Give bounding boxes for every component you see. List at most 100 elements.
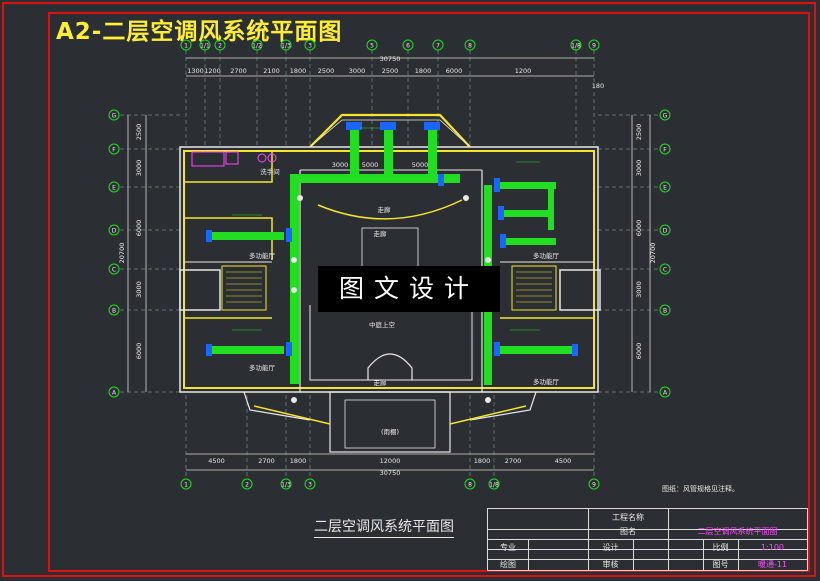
drawing-label: 图名	[620, 527, 636, 536]
axis-bubble-top	[402, 39, 414, 51]
dim-top-total: 30750	[380, 55, 401, 63]
dim-bottom: 1800	[290, 457, 307, 465]
axis-label-left: B	[112, 308, 116, 315]
axis-label-top: 8	[468, 43, 472, 50]
dim-top: 2700	[230, 67, 247, 75]
axis-label-bottom: 1/3	[281, 482, 291, 489]
dim-left: 3000	[135, 160, 143, 177]
axis-bubble-right	[659, 263, 671, 275]
dim-bottom-total: 30750	[380, 469, 401, 477]
axis-bubble-right	[659, 181, 671, 193]
axis-label-top: 1/1	[200, 43, 210, 50]
dim-right-total: 20700	[649, 243, 657, 264]
axis-bubble-left	[108, 143, 120, 155]
dim-top: 2500	[382, 67, 399, 75]
axis-bubble-left	[108, 109, 120, 121]
dim-top: 1800	[415, 67, 432, 75]
axis-label-right: C	[663, 267, 667, 274]
axis-label-top: 3	[308, 43, 312, 50]
room-dining-nw: 多功能厅	[249, 251, 276, 260]
axis-bubble-top	[214, 39, 226, 51]
dim-top: 6000	[446, 67, 463, 75]
room-dining-se: 多功能厅	[533, 377, 560, 386]
drawn-label: 绘图	[500, 560, 516, 569]
axis-label-bottom: 9	[592, 482, 596, 489]
room-canopy: (雨棚)	[381, 427, 399, 436]
duct-size-labels	[232, 127, 540, 331]
dim-top: 2100	[263, 67, 280, 75]
axis-bubble-bottom	[241, 478, 253, 490]
drawing-title: A2-二层空调风系统平面图	[56, 19, 343, 45]
axis-bubble-bottom	[304, 478, 316, 490]
room-upper-hall: 走廊	[378, 205, 392, 214]
dim-left: 6000	[135, 220, 143, 237]
dim-bottom: 12000	[380, 457, 401, 465]
axis-label-left: G	[112, 113, 117, 120]
duct-dimension: 5000	[362, 161, 379, 169]
room-central: 中庭上空	[369, 320, 396, 329]
axis-label-left: A	[112, 390, 117, 397]
major-label: 专业	[500, 543, 516, 552]
project-label: 工程名称	[612, 513, 644, 522]
axis-label-top: 1/8	[571, 43, 581, 50]
axis-label-bottom: 1/8	[489, 482, 499, 489]
axis-label-right: G	[663, 113, 668, 120]
stair-hatching	[226, 271, 552, 303]
axis-bubble-top	[199, 39, 211, 51]
axis-bubble-bottom	[180, 478, 192, 490]
axis-label-top: 6	[406, 43, 410, 50]
room-corridor-s: 走廊	[374, 378, 388, 387]
dim-top: 1200	[515, 67, 532, 75]
axis-label-bottom: 1	[184, 482, 188, 489]
dim-bottom: 4500	[208, 457, 225, 465]
duct-fittings	[206, 122, 578, 356]
title-block: 工程名称 图名 二层空调风系统平面图 专业 设计 比例 1:100 绘图 审核 …	[487, 508, 808, 571]
axis-bubble-top	[180, 39, 192, 51]
axis-label-bottom: 8	[468, 482, 472, 489]
dim-top: 1200	[204, 67, 221, 75]
axis-bubble-top	[280, 39, 292, 51]
axis-bubble-right	[659, 386, 671, 398]
dim-bottom: 2700	[258, 457, 275, 465]
axis-label-right: A	[663, 390, 668, 397]
dim-right: 2500	[635, 124, 643, 141]
axis-label-top: 9	[592, 43, 596, 50]
duct-dimension: 3000	[332, 161, 349, 169]
dim-bottom: 2700	[505, 457, 522, 465]
axis-label-top: 1/2	[252, 43, 262, 50]
axis-bubble-left	[108, 224, 120, 236]
axis-bubble-top	[570, 39, 582, 51]
drawing-caption: 二层空调风系统平面图	[314, 516, 454, 538]
axis-label-left: D	[112, 228, 117, 235]
axis-bubble-left	[108, 304, 120, 316]
axis-label-bottom: 3	[308, 482, 312, 489]
axis-bubble-right	[659, 304, 671, 316]
dim-top: 2500	[318, 67, 335, 75]
dim-right: 3000	[635, 160, 643, 177]
dim-right: 3000	[635, 281, 643, 298]
dim-top: 3000	[349, 67, 366, 75]
axis-label-top: 1	[184, 43, 188, 50]
axis-grid-lines	[120, 50, 660, 478]
axis-bubble-left	[108, 386, 120, 398]
axis-label-top: 7	[436, 43, 440, 50]
axis-label-top: 1/3	[281, 43, 291, 50]
room-dining-sw: 多功能厅	[249, 363, 276, 372]
axis-bubble-top	[464, 39, 476, 51]
axis-bubble-bottom	[280, 478, 292, 490]
number-label: 图号	[712, 560, 729, 569]
dim-left-total: 20700	[118, 243, 126, 264]
axis-label-left: F	[112, 147, 116, 154]
axis-bubble-top	[251, 39, 263, 51]
axis-label-right: B	[663, 308, 667, 315]
dim-top: 1300	[187, 67, 204, 75]
axis-bubble-top	[366, 39, 378, 51]
dim-top: 1800	[290, 67, 307, 75]
drawing-number: 暖通-11	[757, 560, 788, 569]
axis-bubble-top	[432, 39, 444, 51]
axis-bubble-bottom	[488, 478, 500, 490]
